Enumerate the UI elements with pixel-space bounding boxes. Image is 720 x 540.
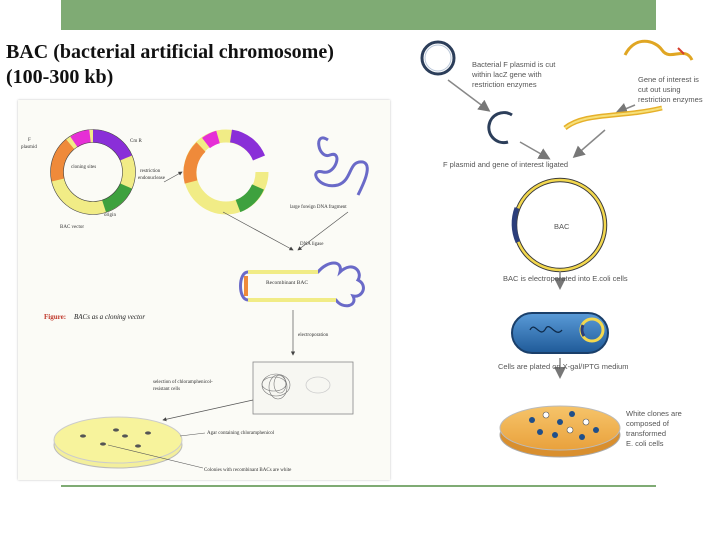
title-line-1: BAC (bacterial artificial chromosome): [6, 41, 334, 63]
step3-text: F plasmid and gene of interest ligated: [443, 160, 568, 169]
restriction-label: restriction: [140, 169, 161, 174]
endonuclease-label: endonuclease: [138, 176, 166, 181]
cut-gene-arrow: [615, 103, 636, 115]
colonies-label: Colonies with recombinant BACs are white: [204, 468, 292, 473]
cut-bac-vector: [183, 129, 269, 215]
agar-petri-dish: [53, 416, 183, 469]
recombinant-bac: [239, 261, 365, 308]
agar-leader: [179, 432, 206, 437]
cmr-label: Cm R: [130, 139, 142, 144]
step1-text-3: restriction enzymes: [472, 80, 537, 89]
ligation-arrow-2: [297, 211, 349, 251]
step4-text: BAC is electroporated into E.coli cells: [503, 274, 628, 283]
electroporation-label: electroporation: [298, 333, 329, 338]
step2-text-2: cut out using: [638, 85, 681, 94]
cut-plasmid-arrow: [447, 79, 491, 112]
cut-f-plasmid: [487, 111, 513, 145]
bac-construction-workflow: Bacterial F plasmid is cut within lacZ g…: [420, 39, 703, 458]
step6-text-3: transformed: [626, 429, 666, 438]
step1-text-2: within lacZ gene with: [471, 70, 542, 79]
dna-tangle: [261, 373, 291, 400]
agar-label: Agar containing chloramphenicol: [207, 431, 275, 436]
selection-label: selection of chloramphenicol-: [153, 380, 213, 385]
resistant-label: resistant cells: [153, 387, 180, 392]
header-accent-bar: [61, 0, 656, 30]
step6-text-2: composed of: [626, 419, 670, 428]
step2-text-3: restriction enzymes: [638, 95, 703, 104]
xgal-petri-dish: [499, 405, 621, 458]
bac-ring: [511, 177, 608, 273]
bac-label: BAC: [554, 222, 570, 231]
step2-text-1: Gene of interest is: [638, 75, 699, 84]
step6-text-4: E. coli cells: [626, 439, 664, 448]
bac-in-cell: [305, 376, 331, 394]
dna-ligase-label: DNA ligase: [300, 242, 324, 247]
bac-cloning-diagram: F plasmid Cm R cloning sites origin BAC …: [21, 129, 369, 473]
origin-label: origin: [104, 213, 116, 218]
step1-text-1: Bacterial F plasmid is cut: [472, 60, 556, 69]
cloning-sites-label: cloning sites: [71, 165, 96, 170]
step5-text: Cells are plated on X-gal/IPTG medium: [498, 362, 628, 371]
ligation-arrow-1: [222, 211, 294, 251]
foreign-dna-fragment: [314, 136, 369, 196]
f-plasmid-label: F: [28, 138, 31, 143]
large-dna-label: large foreign DNA fragment: [290, 205, 347, 210]
step6-text-1: White clones are: [626, 409, 682, 418]
f-plasmid: [420, 40, 456, 76]
recombinant-bac-label: Recombinant BAC: [266, 280, 308, 286]
slide-title: BAC (bacterial artificial chromosome) (1…: [6, 40, 416, 90]
bac-vector-label: BAC vector: [60, 225, 84, 230]
f-plasmid-label-2: plasmid: [21, 145, 37, 150]
ligate-arrow-right: [572, 129, 606, 158]
bac-vector-ring: [50, 129, 136, 215]
plating-arrow: [162, 399, 254, 422]
footer-accent-line: [61, 485, 656, 487]
cut-arrow: [163, 171, 183, 183]
ligate-arrow-left: [519, 141, 551, 160]
figure-caption: BACs as a cloning vector: [74, 313, 145, 321]
title-line-2: (100-300 kb): [6, 66, 114, 88]
transformed-cell: [252, 361, 354, 415]
colonies-leader: [107, 444, 204, 469]
figure-label: Figure:: [44, 313, 66, 321]
ecoli-cell: [511, 312, 609, 354]
bac-cloning-figure: F plasmid Cm R cloning sites origin BAC …: [18, 100, 390, 480]
restriction-cut-mark: [677, 47, 685, 55]
